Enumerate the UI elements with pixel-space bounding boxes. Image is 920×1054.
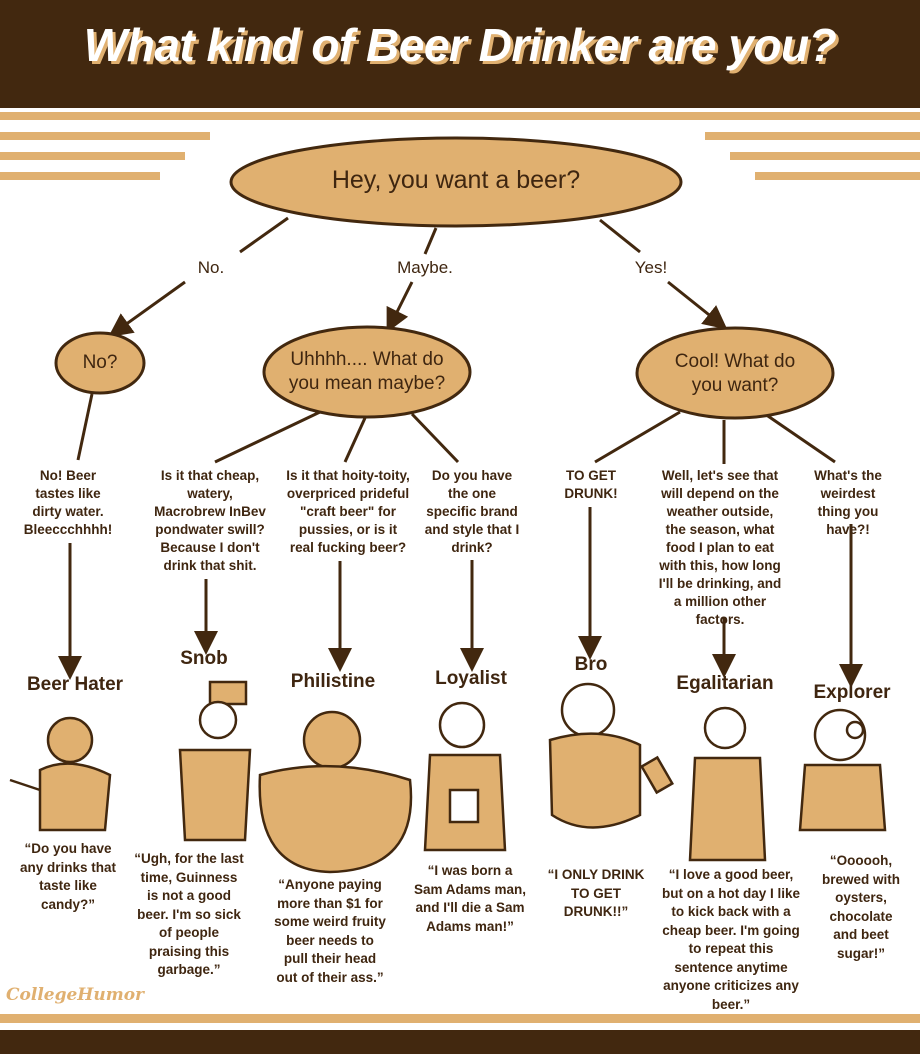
quote-philistine: “Anyone paying more than $1 for some wei… (274, 877, 386, 985)
decor-stripe (705, 132, 920, 140)
type-name-beer-hater: Beer Hater (26, 674, 124, 695)
decor-stripe (0, 132, 210, 140)
type-name-explorer: Explorer (813, 682, 891, 703)
quote-beer-hater: “Do you have any drinks that taste like … (19, 841, 117, 912)
type-name-snob: Snob (180, 648, 228, 669)
header-stripe (0, 112, 920, 120)
type-name-bro: Bro (574, 654, 608, 675)
yes-oval (635, 326, 835, 420)
type-name-philistine: Philistine (290, 671, 376, 692)
branch-label-maybe: Maybe. (397, 258, 453, 277)
snob-illustration (178, 680, 252, 842)
answer-egalitarian: Well, let's see that will depend on the … (658, 468, 782, 627)
root-oval (229, 136, 683, 228)
maybe-node: Uhhhh.... What do you mean maybe? (288, 349, 446, 394)
answer-philistine: Is it that hoity-toity, overpriced pride… (286, 468, 410, 555)
answer-loyalist: Do you have the one specific brand and s… (424, 468, 520, 555)
character-illustrations (9, 680, 887, 874)
quote-bro: “I ONLY DRINK TO GET DRUNK!!” (547, 867, 645, 919)
answer-snob: Is it that cheap, watery, Macrobrew InBe… (154, 468, 266, 573)
decor-stripe (0, 172, 160, 180)
philistine-illustration (258, 710, 413, 874)
answer-beer-hater: No! Beer tastes like dirty water. Bleecc… (23, 468, 113, 537)
explorer-illustration (798, 708, 887, 832)
header-bar (0, 0, 920, 108)
type-name-egalitarian: Egalitarian (676, 673, 774, 694)
egalitarian-illustration (639, 706, 767, 862)
branch-label-no: No. (197, 258, 225, 277)
bro-illustration (548, 682, 642, 829)
yes-node: Cool! What do you want? (674, 351, 796, 396)
no-node: No? (82, 352, 118, 373)
page-title: What kind of Beer Drinker are you? (83, 19, 837, 71)
beer-hater-illustration (9, 716, 112, 832)
decor-stripe (755, 172, 920, 180)
type-name-loyalist: Loyalist (435, 668, 507, 689)
footer-stripe (0, 1014, 920, 1023)
quote-explorer: “Oooooh, brewed with oysters, chocolate … (821, 853, 900, 961)
decor-stripe (730, 152, 920, 160)
footer-bar (0, 1030, 920, 1054)
loyalist-illustration (423, 701, 507, 852)
answer-bro: TO GET DRUNK! (564, 468, 618, 501)
answer-explorer: What's the weirdest thing you have?! (814, 468, 882, 537)
no-oval (54, 331, 146, 395)
quote-egalitarian: “I love a good beer, but on a hot day I … (661, 867, 800, 1012)
decor-stripe (0, 152, 185, 160)
branch-label-yes: Yes! (634, 258, 668, 277)
collegehumor-logo: CollegeHumor (6, 985, 145, 1005)
quote-loyalist: “I was born a Sam Adams man, and I'll di… (413, 863, 527, 934)
root-question: Hey, you want a beer? (331, 166, 581, 194)
quote-snob: “Ugh, for the last time, Guinness is not… (134, 851, 244, 977)
maybe-oval (262, 325, 472, 419)
